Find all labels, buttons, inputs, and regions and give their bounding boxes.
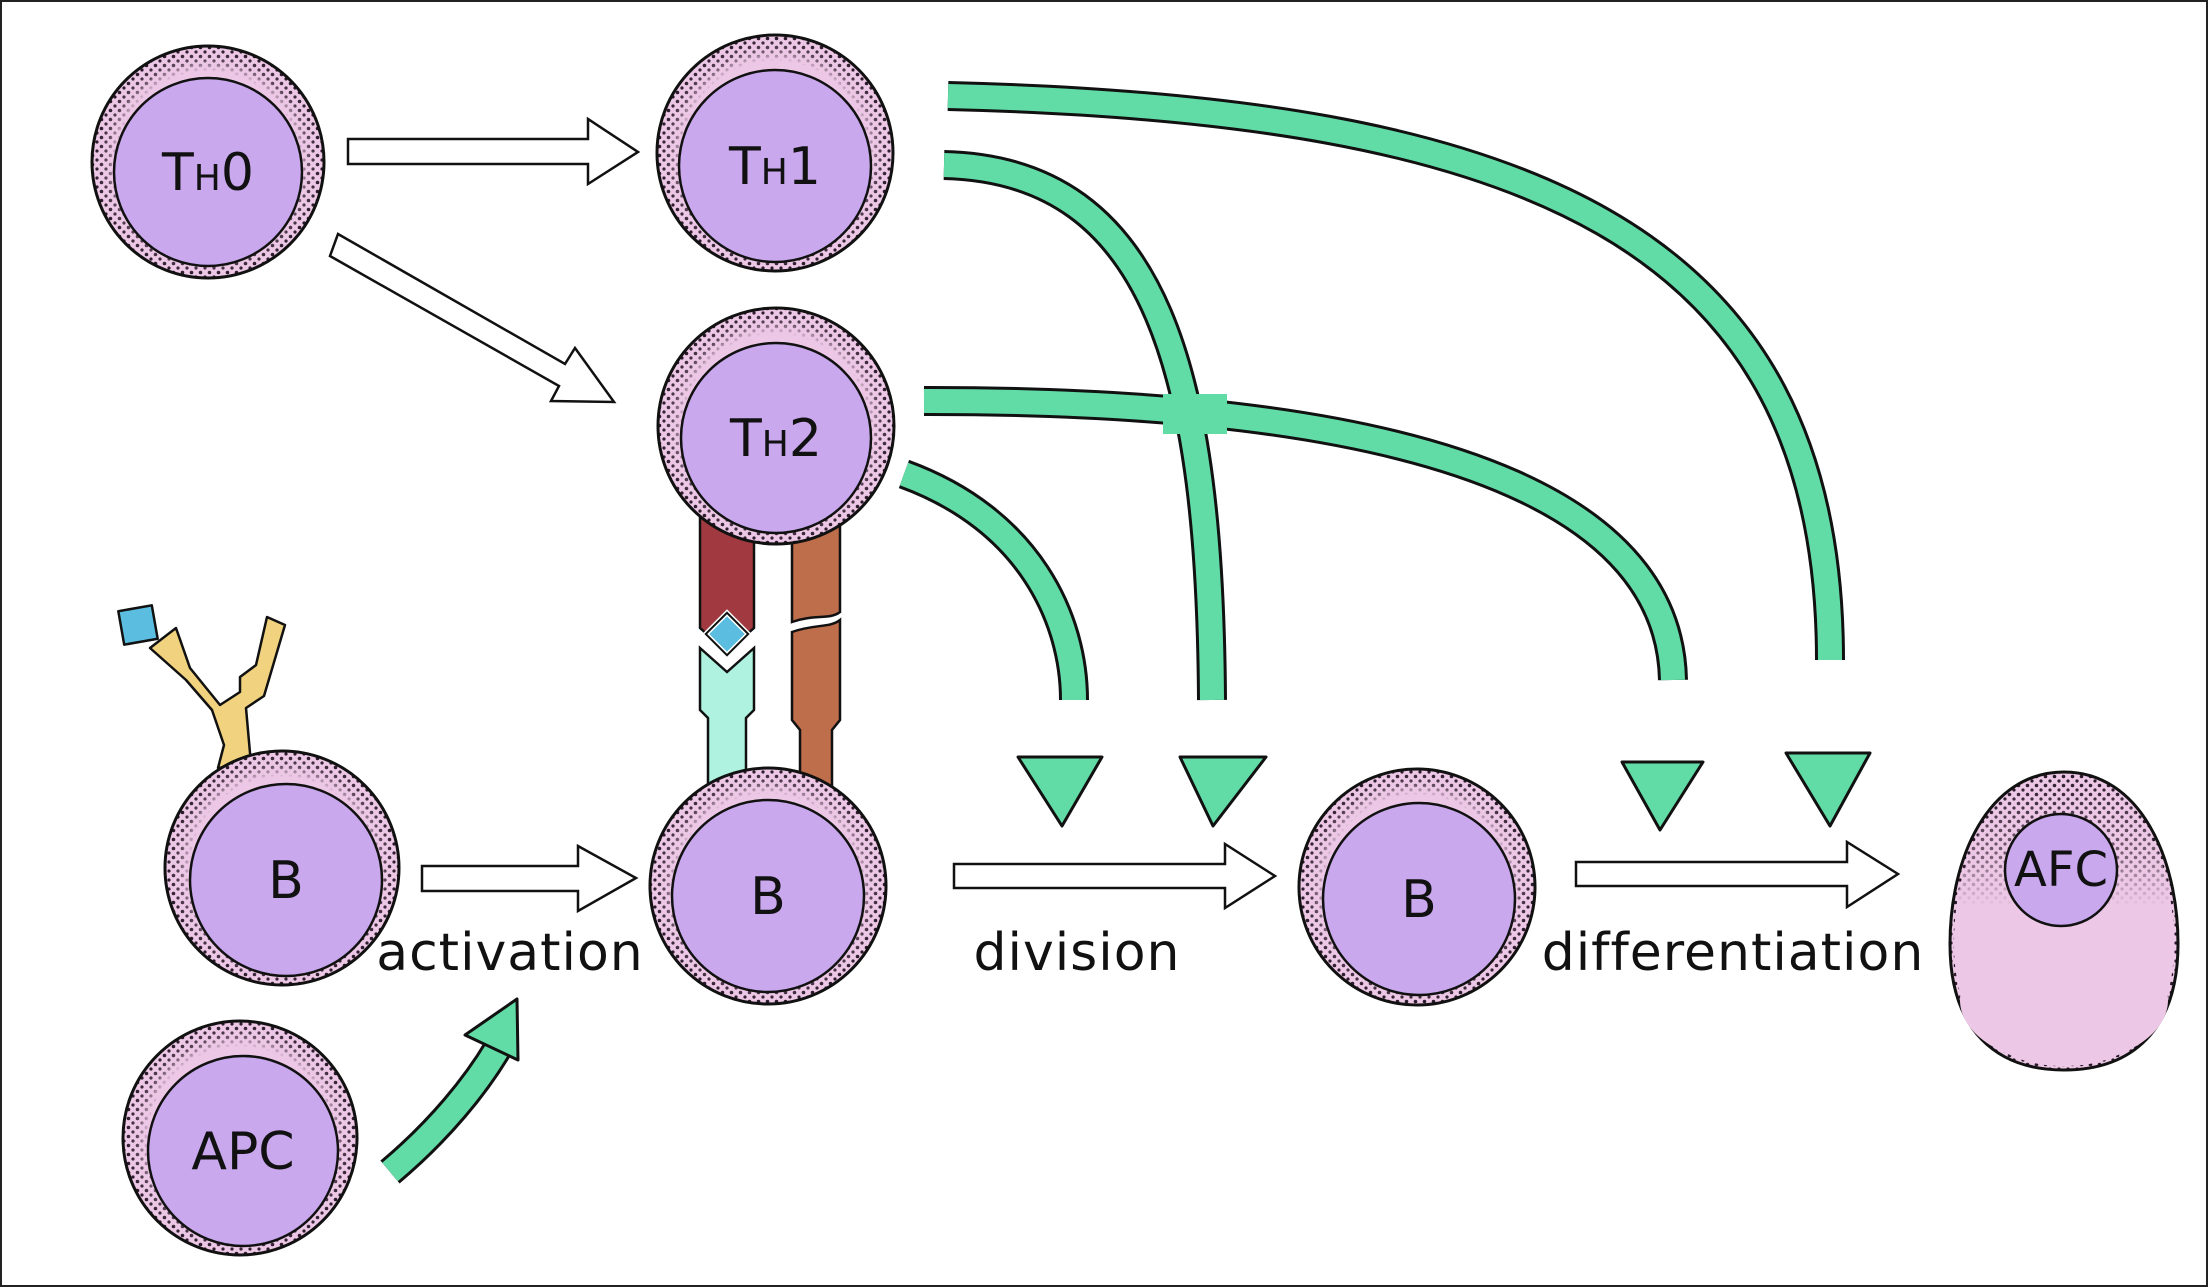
apc-label: APC <box>191 1122 294 1182</box>
divided-b-label: B <box>1401 870 1437 930</box>
apc-nucleus <box>146 1054 340 1248</box>
divided-b-cell: B <box>1297 767 1537 1007</box>
th0-cell: TH0 <box>90 44 326 280</box>
naive-b-nucleus <box>188 782 384 978</box>
process-arrows <box>328 116 1901 914</box>
signal-arrows <box>380 81 1872 1184</box>
activation-label: activation <box>376 923 644 983</box>
afc-nucleus <box>2003 812 2119 928</box>
afc-cell: AFC <box>1948 770 2180 1072</box>
antibody <box>148 615 287 770</box>
th1-nucleus <box>677 68 873 264</box>
th2-to-differentiation-arrow <box>923 385 1705 832</box>
b-cell-receptor <box>117 604 287 770</box>
division-label: division <box>974 923 1181 983</box>
th0-to-th2-arrow <box>328 232 617 404</box>
naive-b-cell: B <box>163 749 401 987</box>
th0-to-th1-arrow <box>346 116 641 187</box>
th0-nucleus <box>112 76 304 268</box>
th2-cell: TH2 <box>656 306 896 546</box>
th1-to-differentiation-arrow <box>947 81 1872 828</box>
th1-to-division-arrow <box>943 150 1268 828</box>
th2-to-division-arrow <box>898 459 1104 828</box>
apc-to-activation-arrow <box>380 997 520 1184</box>
th2-label: TH2 <box>729 409 822 469</box>
costimulatory-molecule <box>790 518 842 792</box>
differentiation-arrow <box>1574 839 1901 910</box>
divided-b-nucleus <box>1321 801 1517 997</box>
th0-label: TH0 <box>161 143 254 203</box>
th1-label: TH1 <box>728 137 821 197</box>
activated-b-nucleus <box>670 798 866 994</box>
apc-cell: APC <box>121 1019 359 1257</box>
mhc-molecule <box>698 645 756 792</box>
th2-b-synapse <box>698 508 842 792</box>
antigen <box>117 604 159 646</box>
division-arrow <box>952 841 1278 911</box>
naive-b-label: B <box>268 851 304 911</box>
afc-label: AFC <box>2014 842 2108 898</box>
activated-b-cell: B <box>648 766 888 1006</box>
activated-b-label: B <box>750 867 786 927</box>
th2-nucleus <box>679 341 873 535</box>
activation-arrow <box>420 843 639 914</box>
th1-cell: TH1 <box>655 33 895 273</box>
differentiation-label: differentiation <box>1542 923 1925 983</box>
